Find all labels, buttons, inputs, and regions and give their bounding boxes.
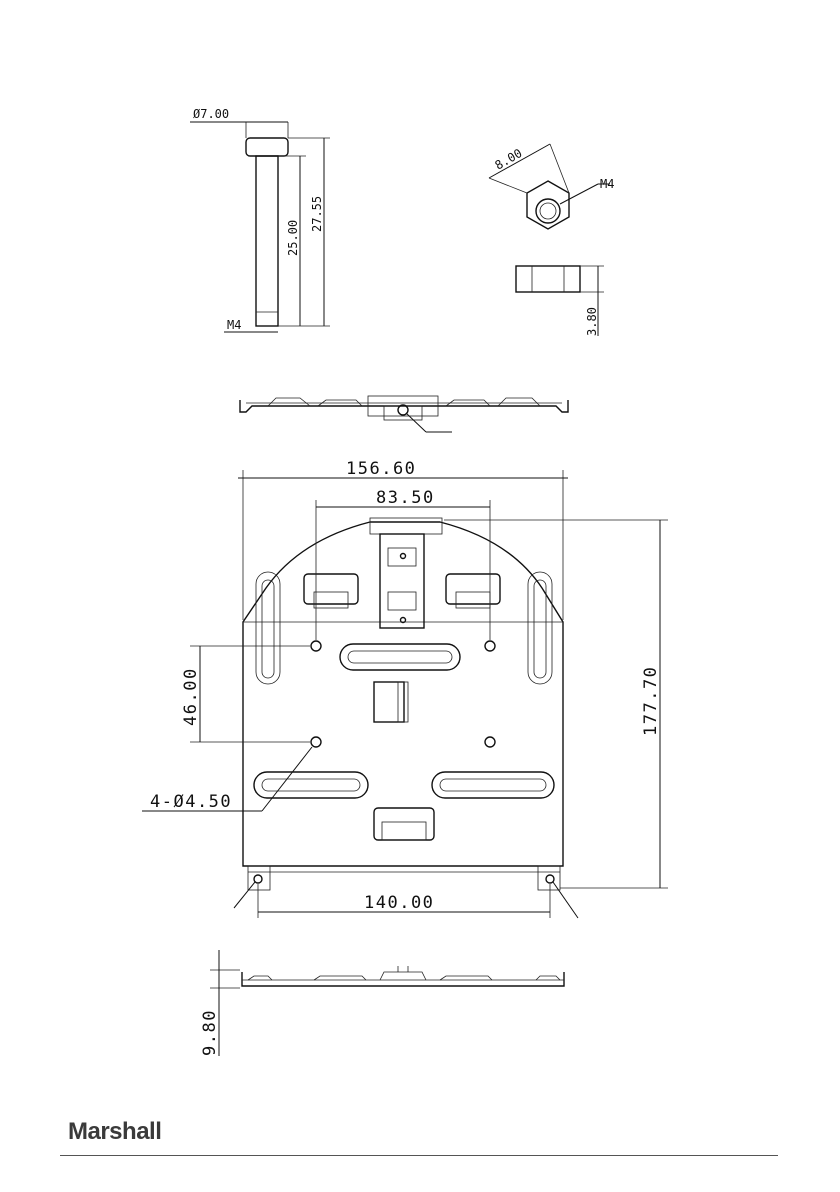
plate-thickness-label: 9.80	[200, 1009, 220, 1056]
plate-hole-spacing-top-label: 83.50	[376, 488, 435, 508]
plate-side-view-top	[240, 396, 568, 432]
plate-bottom-spacing-label: 140.00	[364, 893, 434, 913]
plate-hole-spec-label: 4-Ø4.50	[150, 792, 232, 812]
screw-thread-label: M4	[227, 318, 241, 332]
plate-front-view: 156.60 83.50 177.70 46.00 4-Ø4.50 140.00	[142, 459, 668, 918]
screw-total-length-label: 27.55	[310, 196, 324, 232]
footer-divider	[60, 1155, 778, 1156]
nut-thread-label: M4	[600, 177, 614, 191]
nut-height-label: 3.80	[585, 307, 599, 336]
screw-drawing: Ø7.00 25.00 27.55 M4	[190, 107, 330, 332]
plate-height-label: 177.70	[641, 666, 661, 736]
nut-drawing: 8.00 M4 3.80	[489, 144, 614, 336]
plate-hole-spacing-vertical-label: 46.00	[181, 667, 201, 726]
plate-side-view-bottom: 9.80	[200, 950, 564, 1056]
screw-diameter-label: Ø7.00	[193, 107, 229, 121]
nut-width-label: 8.00	[493, 146, 525, 173]
brand-logo: Marshall	[68, 1118, 161, 1146]
plate-width-label: 156.60	[346, 459, 416, 479]
screw-inner-length-label: 25.00	[286, 220, 300, 256]
